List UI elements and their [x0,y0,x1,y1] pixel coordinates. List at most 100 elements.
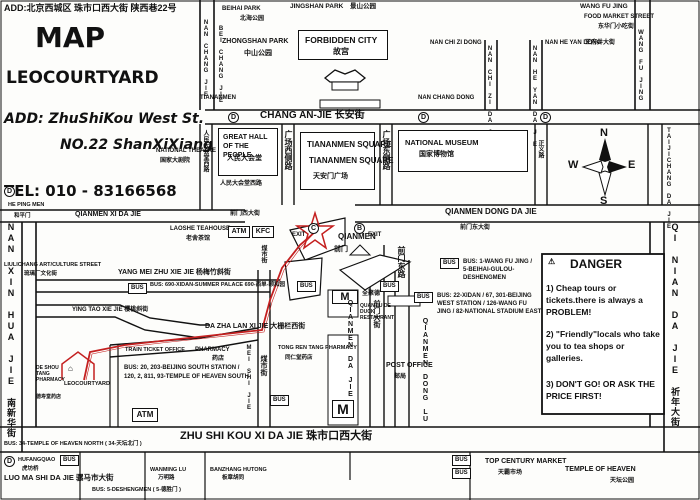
english-address-line1: ADD: ZhuShiKou West St. [4,111,205,127]
post-office-cn: 邮局 [394,374,407,380]
tiananmen-square-label: TIANANMEN SQUARE [307,140,392,149]
qianmen-da-jie-cn: 前门大街 [373,300,380,328]
forbidden-city-box: FORBIDDEN CITY 故宫 [298,30,388,60]
mei-shi-jie-label: MEI SHI JIE [246,345,252,411]
wanming-cn: 万明路 [158,475,175,481]
wanming-label: WANMING LU [150,467,187,473]
hostel-marker-label: LEOCOURTYARD [64,381,110,387]
hufangqiao-cn: 虎坊桥 [22,466,39,472]
metro-icon: D [540,112,551,123]
qianmen-xi-label: QIANMEN XI DA JIE [75,211,141,218]
forbidden-city-label: FORBIDDEN CITY [305,35,378,45]
bus-icon: BUS [60,455,79,466]
national-theatre-label: NATIONAL THEATRE [156,148,216,154]
warning-icon: ⚠ [548,257,556,266]
map-title: MAP [35,21,106,54]
liulichang-label: LIULICHANG ART/CULTURE STREET [4,262,102,268]
compass-e: E [628,159,636,171]
beihai-park-label: BEIHAI PARK [222,6,261,12]
danger-point-1: 1) Cheap tours or tickets.there is alway… [546,283,643,317]
tiananmen-square-cn: 天安门广场 [313,173,348,180]
bus-icon: BUS [440,258,459,269]
tong-ren-tang-label: TONG REN TANG PHARMACY [278,345,357,351]
compass-w: W [568,159,579,171]
danger-title: DANGER [570,257,623,271]
de-shou-tang-cn: 德寿堂药店 [36,394,62,400]
english-address-line2: NO.22 ShanXiXiang [60,137,214,153]
mcdonalds-icon: M [332,290,358,304]
hufangqiao-label: HUFANGQIAO [18,457,56,463]
zhengyi-lu-label: 正义路 [537,140,543,158]
ying-tao-label: YING TAO XIE JIE 樱桃斜街 [72,307,149,313]
bus-east-list: BUS: 22-XIDAN / 67, 301-BEIJING WEST STA… [437,293,542,315]
beihai-park-cn: 北海公园 [240,16,265,22]
liulichang-cn: 琉璃厂文化街 [24,271,58,277]
tiananmen-square-en: TIANANMEN SQUARE [309,156,394,165]
guangchang-dong-label: 广场东侧路 [382,130,391,170]
metro-icon: D [4,456,15,467]
zhu-shi-kou-label: ZHU SHI KOU XI DA JIE 珠市口西大街 [180,430,373,442]
luo-ma-label: LUO MA SHI DA JIE 骡马市大街 [4,473,114,482]
compass-n: N [600,127,608,139]
zhongshan-park-label: ZHONGSHAN PARK [222,38,289,45]
bus-icon: BUS [414,292,433,303]
qi-nian-label: QI NIAN DA JIE 祈年大街 [670,222,680,427]
forbidden-city-cn: 故宫 [333,47,349,56]
quanjude-cn: 全聚德 [362,291,381,297]
national-museum-cn: 国家博物馆 [419,151,454,158]
bus-icon: BUS [297,281,316,292]
qianmen-dong-label: QIANMEN DONG DA JIE [445,207,537,216]
jingshan-park-label: JINGSHAN PARK [290,3,344,10]
bus-top-label: WANG FU JING [580,3,628,10]
mcdonalds-icon: M [332,400,354,418]
bus-icon: BUS [128,283,147,294]
exit-b-label: EXIT [368,232,382,238]
tiananmen-gate-label: TIANANMEN [200,95,236,101]
metro-icon: C [308,223,319,234]
top-century-cn: 天霸市场 [498,470,523,476]
food-market-cn: 东华门小吃街 [598,24,635,30]
nan-chizi-label: NAN CHI ZI DA JIE [487,46,493,148]
guangchang-xi-label: 广场西侧路 [284,130,293,170]
qianmen-da-jie-label: QIANMEN DA JIE [347,300,354,398]
great-hall-road: 人民大会堂西路 [220,181,263,187]
metro-icon: D [228,112,239,123]
wangfujing-label: 王府井大街 [585,40,616,46]
metro-icon: D [4,186,15,197]
great-hall-label: GREAT HALL OF THE PEOPLE [223,134,268,159]
telephone-number: TEL: 010 - 83166568 [4,182,177,200]
great-hall-cn: 人民大会堂 [227,155,262,162]
zhongshan-park-cn: 中山公园 [244,50,272,57]
train-ticket-label: TRAIN TICKET OFFICE [125,347,185,353]
bus-top-list: BUS: 1-WANG FU JING / 5-BEIHAI-GULOU-DES… [463,259,533,281]
hostel-name: LEOCOURTYARD [6,68,159,88]
bus-icon: BUS [270,395,289,406]
compass-s: S [600,195,608,207]
temple-heaven-cn: 天坛公园 [610,478,635,484]
nanchang-dong-label: NAN CHANG DONG [418,95,475,101]
bus-heaven-north: BUS: 34-TEMPLE OF HEAVEN NORTH ( 34-天坛北门… [4,441,142,447]
qianmen-station-cn: 前门 [334,246,348,253]
top-century-label: TOP CENTURY MARKET [485,458,567,465]
food-market-label: FOOD MARKET STREET [584,14,654,20]
qianmen-station-label: QIANMEN [338,232,376,241]
ren-min-road: 人民大会堂西路 [202,130,208,172]
nan-chang-jie-label: NAN CHANG JIE [203,20,209,98]
temple-heaven-label: TEMPLE OF HEAVEN [565,466,636,473]
atm-icon: ATM [132,408,158,422]
jingshan-park-cn: 景山公园 [350,3,376,10]
bus-deshengmen: BUS: 5-DESHENGMEN ( 5-德胜门 ) [92,487,181,493]
bus-heaven-south: BUS: 20, 203-BEIJING SOUTH STATION / 120… [124,365,249,380]
bus-icon: BUS [452,455,471,466]
qianmen-xi-cn: 前门西大街 [230,211,261,217]
nan-xin-hua-label: NAN XIN HUA JIE 南新华街 [6,222,16,438]
tiananmen-square-box: TIANANMEN SQUARE TIANANMEN SQUARE 天安门广场 [300,132,393,190]
atm-icon: ATM [228,226,250,238]
metro-icon: D [418,112,429,123]
national-museum-box: NATIONAL MUSEUM 国家博物馆 [398,130,528,172]
de-shou-tang-label: DE SHOU TANG PHARMACY [36,365,65,383]
post-office-label: POST OFFICE [386,362,433,369]
yang-mei-label: YANG MEI ZHU XIE JIE 杨梅竹斜街 [118,269,231,276]
mei-shi-jie-top: 煤市街 [260,245,266,263]
nanheyan-dong-label: NAN HE YAN DONG [545,40,602,46]
